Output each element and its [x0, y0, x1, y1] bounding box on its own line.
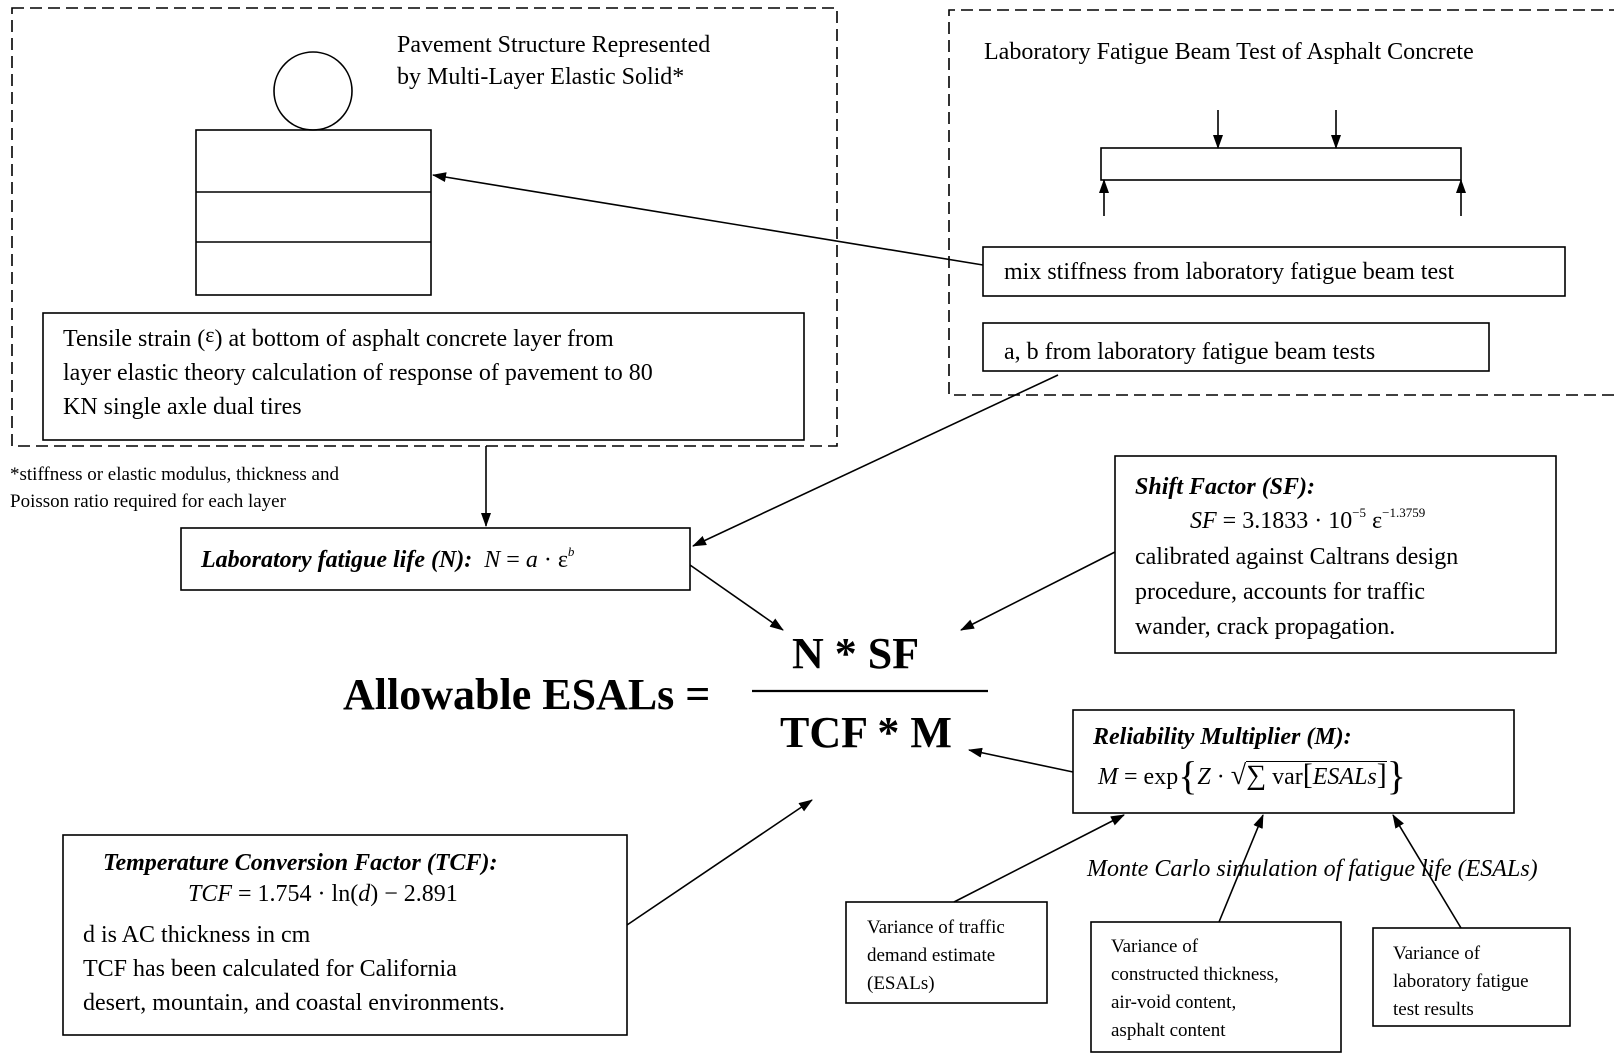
variance-construction-line3: air-void content,: [1111, 992, 1237, 1013]
fatigue-life-box: [180, 527, 691, 591]
strain-line3: KN single axle dual tires: [63, 394, 302, 420]
pavement-layers: [195, 129, 432, 296]
reliability-formula: M = exp{Z · √∑ var[ESALs]}: [1098, 753, 1406, 798]
shift-factor-formula: SF = 3.1833 · 10−5 ε−1.3759: [1190, 505, 1426, 534]
ab-box: [982, 322, 1490, 372]
variance-traffic-line1: Variance of traffic: [867, 917, 1005, 938]
tcf-desc3: desert, mountain, and coastal environmen…: [83, 990, 505, 1016]
strain-line1: Tensile strain (ε) at bottom of asphalt …: [63, 322, 614, 352]
variance-lab-line2: laboratory fatigue: [1393, 971, 1529, 992]
variance-construction-line4: asphalt content: [1111, 1020, 1226, 1041]
fatigue-life-text: Laboratory fatigue life (N): N = a · εb: [201, 544, 575, 573]
shift-factor-desc2: procedure, accounts for traffic: [1135, 579, 1426, 605]
wheel-icon: [273, 51, 353, 131]
lab-panel-border: [948, 9, 1614, 396]
footnote-line1: *stiffness or elastic modulus, thickness…: [10, 464, 339, 485]
variance-construction-line2: constructed thickness,: [1111, 964, 1279, 985]
tcf-formula: TCF = 1.754 · ln(d) − 2.891: [188, 881, 458, 907]
variance-traffic-box: [845, 901, 1048, 1004]
pavement-panel-border: [11, 7, 838, 447]
tcf-desc2: TCF has been calculated for California: [83, 956, 457, 982]
shift-factor-box: [1114, 455, 1557, 654]
shift-factor-desc1: calibrated against Caltrans design: [1135, 544, 1459, 570]
shift-factor-label: Shift Factor (SF):: [1135, 474, 1316, 500]
variance-lab-box: [1372, 927, 1571, 1027]
footnote-line2: Poisson ratio required for each layer: [10, 491, 286, 512]
pavement-title-line2: by Multi-Layer Elastic Solid*: [397, 64, 685, 90]
tcf-desc1: d is AC thickness in cm: [83, 922, 311, 948]
monte-carlo-label: Monte Carlo simulation of fatigue life (…: [1087, 856, 1538, 882]
variance-lab-line1: Variance of: [1393, 943, 1481, 964]
variance-construction-box: [1090, 921, 1342, 1053]
epsilon-symbol: ε: [205, 322, 215, 347]
strain-line2: layer elastic theory calculation of resp…: [63, 360, 653, 386]
pavement-title-line1: Pavement Structure Represented: [397, 32, 711, 58]
shift-factor-desc3: wander, crack propagation.: [1135, 614, 1396, 640]
stiffness-box: [982, 246, 1566, 297]
reliability-label: Reliability Multiplier (M):: [1093, 724, 1352, 750]
reliability-box: [1072, 709, 1515, 814]
lab-panel-title: Laboratory Fatigue Beam Test of Asphalt …: [984, 39, 1474, 65]
equation-numerator: N * SF: [792, 629, 920, 678]
variance-construction-line1: Variance of: [1111, 936, 1199, 957]
variance-traffic-line2: demand estimate: [867, 945, 996, 966]
variance-traffic-line3: (ESALs): [867, 973, 935, 994]
tcf-label: Temperature Conversion Factor (TCF):: [103, 850, 498, 876]
variance-lab-line3: test results: [1393, 999, 1474, 1020]
equation-lhs: Allowable ESALs =: [343, 670, 711, 719]
strain-box: [42, 312, 805, 441]
fatigue-beam: [1100, 147, 1462, 181]
stiffness-text: mix stiffness from laboratory fatigue be…: [1004, 259, 1455, 285]
tcf-box: [62, 834, 628, 1036]
ab-text: a, b from laboratory fatigue beam tests: [1004, 339, 1376, 365]
equation-denominator: TCF * M: [780, 708, 952, 757]
